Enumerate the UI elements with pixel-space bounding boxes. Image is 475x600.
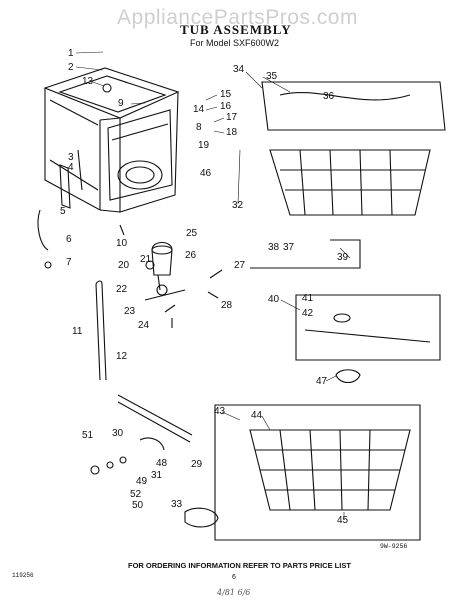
callout-9: 9: [118, 98, 124, 109]
handwritten-note: 4/81 6/6: [217, 588, 251, 597]
lower-spray-arm: [295, 294, 441, 361]
watermark: AppliancePartsPros.com: [117, 6, 358, 29]
upper-rail: [250, 81, 446, 269]
left-bracket: [59, 149, 83, 209]
callout-19: 19: [198, 140, 210, 151]
callout-46: 46: [200, 168, 212, 179]
callout-18: 18: [226, 127, 238, 138]
callout-52: 52: [130, 489, 142, 500]
lower-rack: [214, 404, 421, 541]
callout-20: 20: [118, 260, 130, 271]
callout-42: 42: [302, 308, 314, 319]
callout-35: 35: [266, 71, 278, 82]
callout-39: 39: [337, 252, 349, 263]
callout-7: 7: [66, 257, 72, 268]
leader-lines: [75, 51, 351, 520]
callout-50: 50: [132, 500, 144, 511]
callout-6: 6: [66, 234, 72, 245]
ordering-note: FOR ORDERING INFORMATION REFER TO PARTS …: [128, 561, 351, 570]
callout-11: 11: [72, 326, 83, 337]
callout-21: 21: [140, 254, 152, 265]
callout-13: 13: [82, 76, 94, 87]
diagram-subtitle: For Model SXF600W2: [190, 38, 280, 48]
bottom-cap: [90, 456, 219, 528]
callout-49: 49: [136, 476, 148, 487]
diagram-title: TUB ASSEMBLY: [180, 22, 292, 37]
callout-47: 47: [316, 376, 328, 387]
callout-28: 28: [221, 300, 233, 311]
callout-31: 31: [151, 470, 163, 481]
callout-22: 22: [116, 284, 128, 295]
spray-arm-hub: [335, 369, 361, 384]
pump-assembly: [151, 241, 173, 291]
callout-14: 14: [193, 104, 205, 115]
callout-17: 17: [226, 112, 238, 123]
callout-36: 36: [323, 91, 335, 102]
callout-16: 16: [220, 101, 232, 112]
callout-12: 12: [116, 351, 128, 362]
document-code: 119256: [12, 572, 34, 579]
callout-1: 1: [68, 48, 74, 59]
callout-44: 44: [251, 410, 263, 421]
callout-8: 8: [196, 122, 202, 133]
page-number: 6: [232, 574, 236, 581]
callout-25: 25: [186, 228, 198, 239]
callout-33: 33: [171, 499, 183, 510]
callout-15: 15: [220, 89, 232, 100]
callout-23: 23: [124, 306, 136, 317]
tub-body: [43, 67, 180, 213]
diagram-code: 9W-9256: [380, 543, 408, 550]
callout-34: 34: [233, 64, 245, 75]
rail-bracket: [117, 394, 193, 451]
callout-10: 10: [116, 238, 128, 249]
callout-4: 4: [68, 162, 74, 173]
callout-24: 24: [138, 320, 150, 331]
callout-27: 27: [234, 260, 246, 271]
hose-left: [37, 209, 107, 381]
callout-3: 3: [68, 152, 74, 163]
callout-32: 32: [232, 200, 244, 211]
callout-26: 26: [185, 250, 197, 261]
callout-37: 37: [283, 242, 295, 253]
callout-40: 40: [268, 294, 280, 305]
callout-51: 51: [82, 430, 94, 441]
callout-2: 2: [68, 62, 74, 73]
callout-45: 45: [337, 515, 349, 526]
callout-30: 30: [112, 428, 124, 439]
callout-41: 41: [302, 293, 314, 304]
small-parts: [44, 224, 223, 328]
callout-43: 43: [214, 406, 226, 417]
upper-rack: [269, 149, 431, 216]
callout-5: 5: [60, 206, 66, 217]
callout-labels: 1 2 3 4 5 6 7 8 9 10 11 12 13 14 15 16 1…: [60, 48, 349, 526]
callout-29: 29: [191, 459, 203, 470]
callout-48: 48: [156, 458, 168, 469]
callout-38: 38: [268, 242, 280, 253]
